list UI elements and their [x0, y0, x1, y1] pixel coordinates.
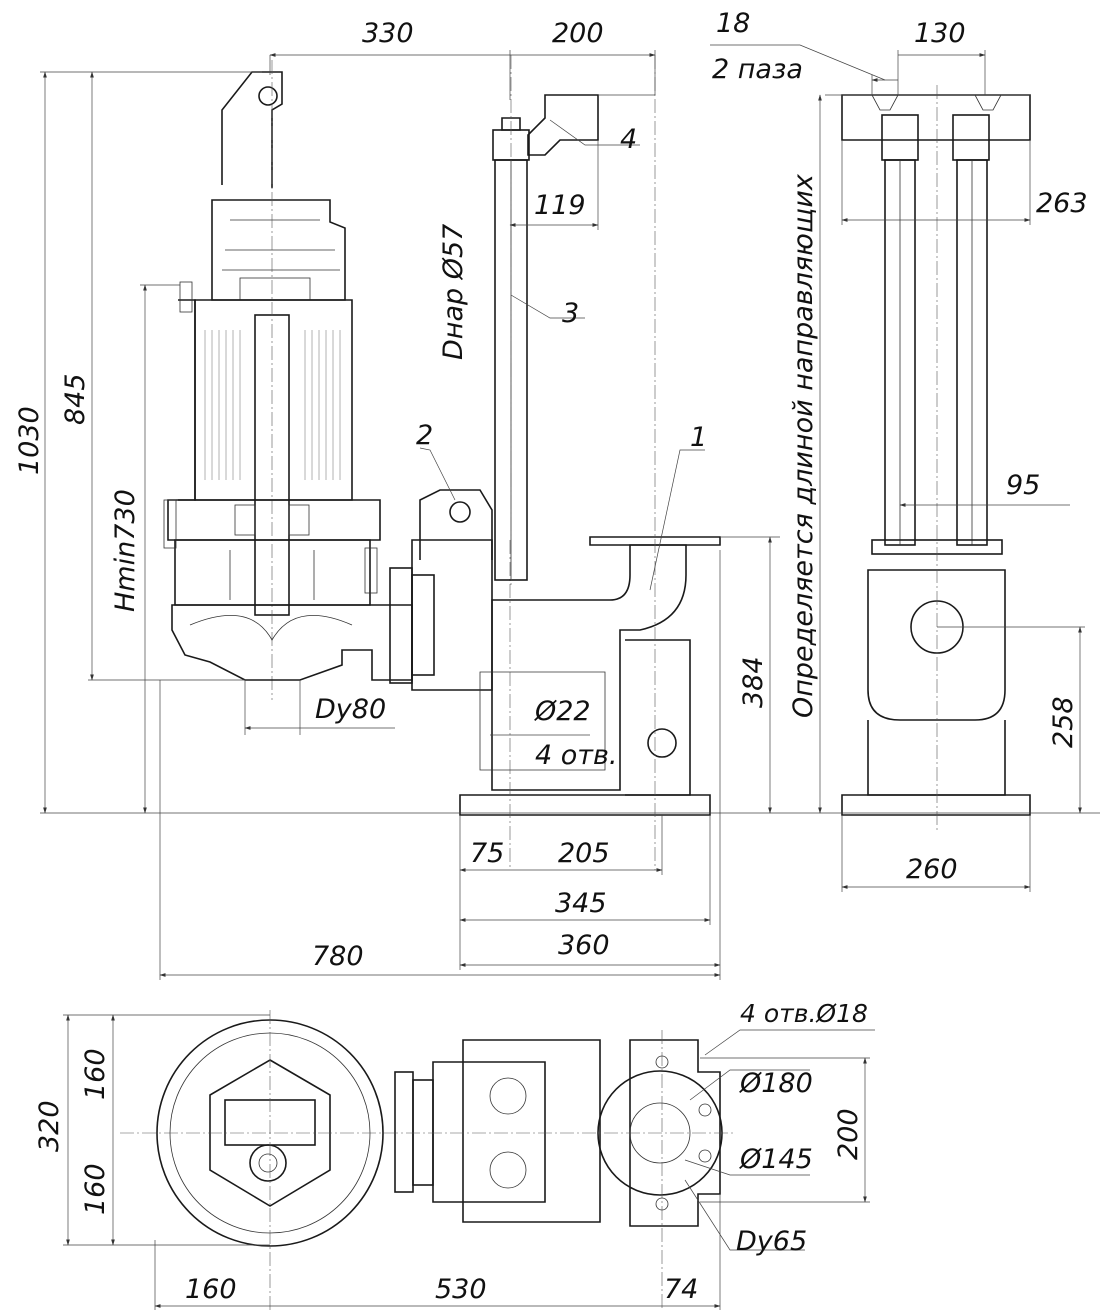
dim-4-holes-d18: 4 отв.Ø18	[740, 999, 868, 1028]
dim-dy65: Dy65	[736, 1226, 807, 1257]
dim-260: 260	[906, 854, 958, 885]
dim-330: 330	[362, 18, 414, 49]
base-front-view	[411, 55, 721, 870]
dim-74: 74	[664, 1274, 698, 1305]
dim-263: 263	[1036, 188, 1088, 219]
side-view	[841, 85, 1031, 830]
dim-75: 75	[470, 838, 504, 869]
dim-95: 95	[1006, 470, 1040, 501]
part-4: 4	[620, 124, 637, 155]
dim-1030: 1030	[14, 406, 45, 475]
dim-320: 320	[34, 1100, 65, 1152]
part-2: 2	[416, 420, 433, 451]
dim-205: 205	[558, 838, 610, 869]
dim-258: 258	[1048, 696, 1079, 748]
dimension-lines	[40, 44, 1100, 1310]
dim-160-lower: 160	[80, 1163, 111, 1215]
dim-d22: Ø22	[534, 696, 591, 727]
dim-dy80: Dy80	[315, 694, 386, 725]
part-1: 1	[690, 422, 707, 453]
part-3: 3	[562, 298, 579, 329]
dim-18: 18	[716, 8, 750, 39]
dim-2-slots: 2 паза	[712, 54, 803, 85]
dim-outer-diameter: Dнар Ø57	[438, 224, 469, 360]
dim-160-bottom: 160	[185, 1274, 237, 1305]
dim-384: 384	[738, 656, 769, 708]
dim-160-upper: 160	[80, 1048, 111, 1100]
dim-200-side: 200	[833, 1108, 864, 1160]
guides-note: Определяется длиной направляющих	[788, 173, 819, 718]
dim-130: 130	[914, 18, 966, 49]
dim-d180: Ø180	[739, 1068, 813, 1099]
guide-pipe-and-bracket	[492, 55, 599, 585]
dim-200-top: 200	[552, 18, 604, 49]
dim-d145: Ø145	[739, 1144, 813, 1175]
dim-360: 360	[558, 930, 610, 961]
dim-119: 119	[534, 190, 586, 221]
dim-hmin: Hmin730	[110, 489, 141, 612]
dim-780: 780	[312, 941, 364, 972]
dim-530: 530	[435, 1274, 487, 1305]
dimension-labels: 330 200 18 2 паза 130 263 119 1030 845 H…	[14, 8, 1088, 1305]
dim-845: 845	[60, 373, 91, 425]
dim-4-holes: 4 отв.	[535, 740, 618, 771]
pump-front-view	[163, 60, 435, 700]
plan-view	[120, 1010, 735, 1310]
part-labels: 1 2 3 4	[416, 124, 707, 453]
dim-345: 345	[555, 888, 607, 919]
